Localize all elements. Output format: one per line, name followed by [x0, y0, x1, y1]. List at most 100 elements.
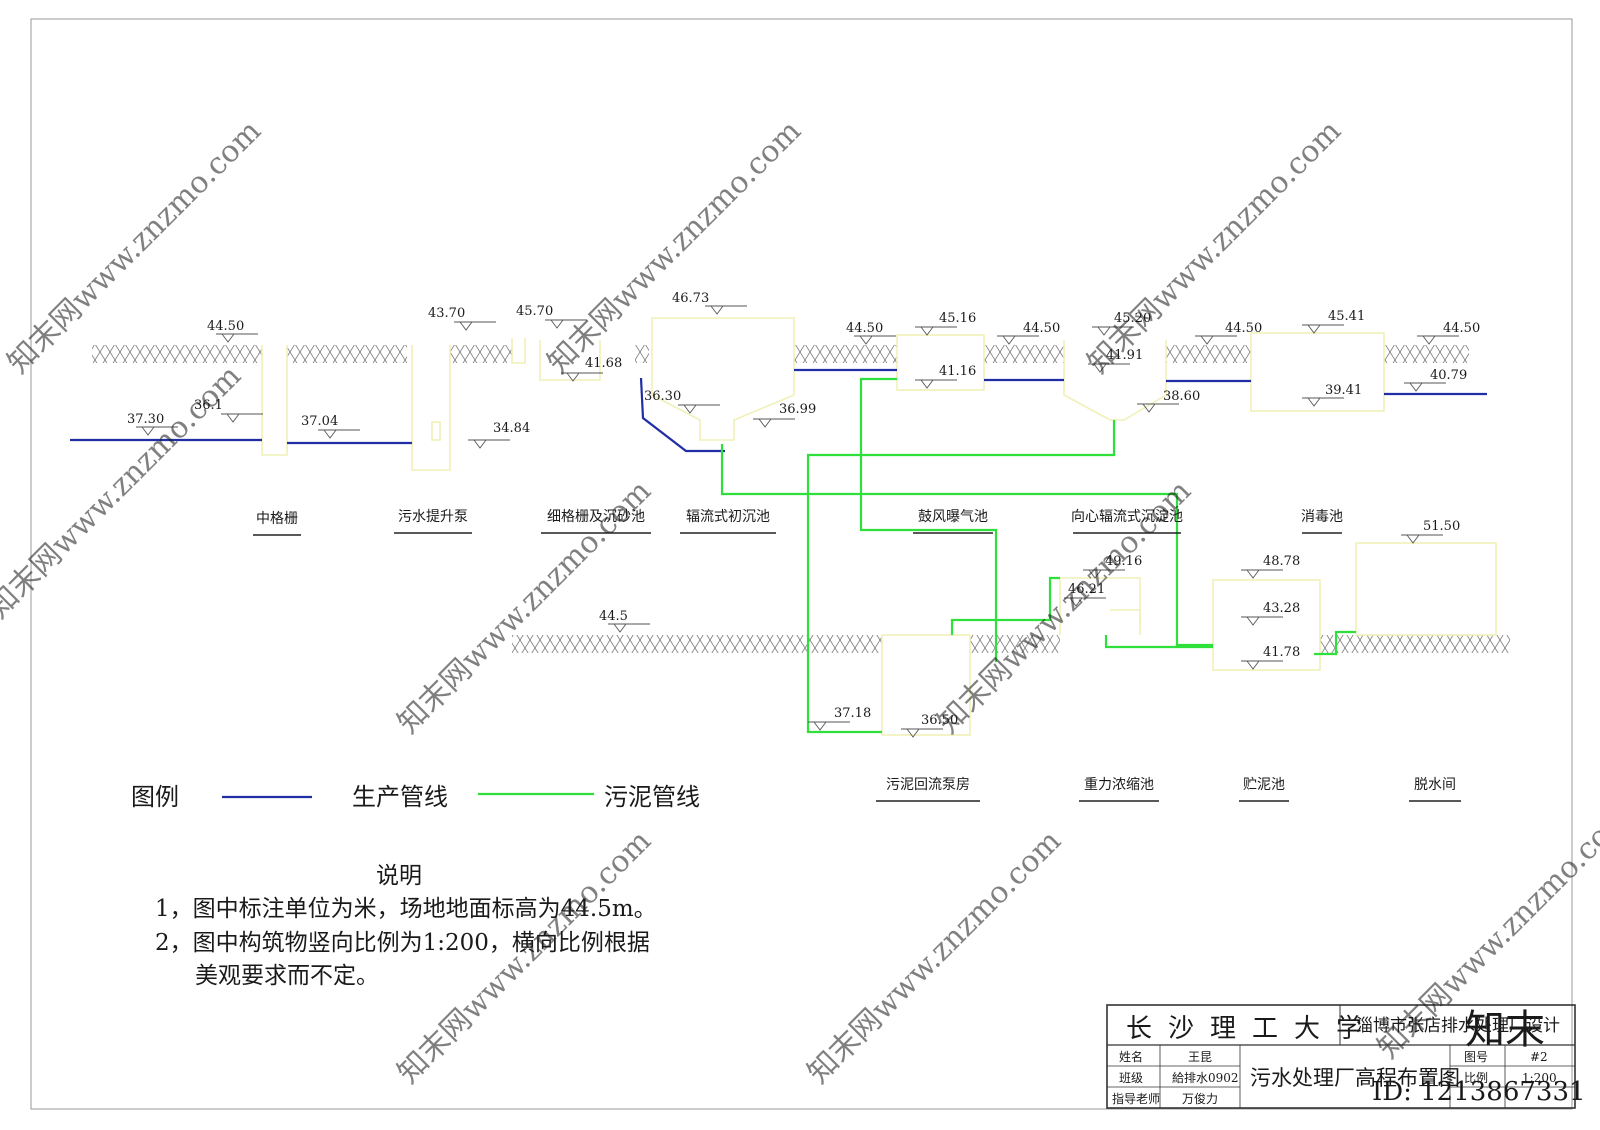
elevation-mark: 41.16 — [915, 364, 976, 389]
elevation-triangle-icon — [854, 335, 896, 345]
notes: 说明 1，图中标注单位为米，场地地面标高为44.5m。 2，图中构筑物竖向比例为… — [155, 863, 657, 989]
elevation-mark: 48.78 — [1241, 554, 1300, 579]
elevation-triangle-icon — [561, 372, 603, 382]
elevation-value: 45.16 — [939, 311, 976, 326]
elevation-triangle-icon — [808, 721, 850, 731]
elevation-triangle-icon — [454, 321, 496, 331]
elevation-mark: 41.91 — [1088, 348, 1143, 373]
elevation-mark: 36.99 — [753, 402, 816, 428]
elevation-triangle-icon — [221, 413, 263, 423]
elevation-value: 41.78 — [1263, 645, 1300, 660]
watermark-text: 知末网www.znzmo.com — [1, 114, 268, 381]
elevation-value: 44.50 — [846, 321, 883, 336]
elevation-mark: 37.30 — [127, 412, 178, 436]
structure-label-coarse-screen: 中格栅 — [256, 511, 298, 527]
title-block: 长沙理工大学 淄博市张店排水处理厂设计 姓名 王昆 班级 給排水0902 指导老… — [1106, 1004, 1576, 1109]
elevation-mark: 44.50 — [846, 321, 896, 345]
elevation-triangle-icon — [915, 379, 957, 389]
elevation-triangle-icon — [608, 623, 650, 633]
elevation-triangle-icon — [1064, 597, 1106, 607]
elevation-triangle-icon — [1241, 616, 1283, 626]
elevation-triangle-icon — [468, 439, 510, 449]
elevation-value: 41.91 — [1106, 348, 1143, 363]
elevation-triangle-icon — [1088, 363, 1130, 373]
tb-drawing-no-value: #2 — [1530, 1050, 1548, 1064]
elevation-mark: 43.70 — [428, 306, 496, 331]
elevation-value: 36.30 — [644, 389, 681, 404]
elevation-mark: 40.79 — [1404, 368, 1467, 392]
elevation-triangle-icon — [1401, 534, 1443, 544]
elevation-triangle-icon — [997, 335, 1039, 345]
tb-name-value: 王昆 — [1188, 1050, 1212, 1064]
elevation-mark: 38.60 — [1137, 389, 1200, 413]
elevation-value: 41.68 — [585, 356, 622, 371]
tb-university: 长沙理工大学 — [1126, 1014, 1378, 1044]
tb-name-label: 姓名 — [1119, 1049, 1143, 1064]
elevation-triangle-icon — [1195, 335, 1237, 345]
elevation-triangle-icon — [753, 418, 795, 428]
elevation-mark: 51.50 — [1401, 519, 1460, 544]
elevation-value: 43.70 — [428, 306, 465, 321]
elevation-value: 44.5 — [599, 609, 628, 624]
elevation-mark: 45.16 — [915, 311, 976, 336]
elevation-value: 36.99 — [779, 402, 816, 417]
elevation-value: 37.18 — [834, 706, 871, 721]
elevation-mark: 49.16 — [1083, 554, 1142, 579]
elevation-value: 45.70 — [516, 304, 553, 319]
elevation-value: 49.16 — [1105, 554, 1142, 569]
structure-label-sludge-storage: 贮泥池 — [1243, 777, 1285, 793]
elevation-value: 34.84 — [493, 421, 530, 436]
elevation-mark: 44.50 — [207, 319, 258, 343]
elevation-mark: 36.1 — [194, 398, 263, 423]
elevation-triangle-icon — [318, 429, 360, 439]
watermark-layer: 知末网www.znzmo.com 知末网www.znzmo.com 知末网www… — [0, 114, 1600, 1107]
elevation-value: 45.41 — [1328, 309, 1365, 324]
elevation-mark: 41.78 — [1241, 645, 1300, 670]
elevation-value: 37.04 — [301, 414, 338, 429]
elevation-triangle-icon — [705, 305, 747, 315]
legend-production-label: 生产管线 — [352, 783, 448, 811]
elevation-value: 46.21 — [1068, 582, 1105, 597]
tb-class-label: 班级 — [1119, 1071, 1143, 1085]
elevation-mark: 36.50 — [901, 713, 958, 738]
elevation-value: 46.73 — [672, 291, 709, 306]
elevation-mark: 45.41 — [1302, 309, 1365, 334]
lower-ground-hatch — [512, 635, 1510, 653]
elevation-triangle-icon — [1137, 403, 1179, 413]
elevation-triangle-icon — [1417, 335, 1459, 345]
elevation-triangle-icon — [136, 426, 178, 436]
elevation-triangle-icon — [678, 404, 720, 414]
elevation-triangle-icon — [1302, 397, 1344, 407]
elevation-value: 39.41 — [1325, 383, 1362, 398]
tb-drawing-title: 污水处理厂高程布置图 — [1250, 1066, 1460, 1090]
watermark-text: 知末网www.znzmo.com — [0, 359, 248, 626]
elevation-value: 36.50 — [921, 713, 958, 728]
notes-line-3: 美观要求而不定。 — [195, 963, 379, 989]
upper-ground-hatch — [92, 345, 1469, 363]
elevation-value: 41.16 — [939, 364, 976, 379]
elevation-marks: 44.50 37.30 36.1 37.04 43.70 34.84 45.70 41.68 4… — [127, 291, 1480, 738]
notes-title: 说明 — [376, 863, 422, 889]
structure-label-primary-clarifier: 辐流式初沉池 — [686, 508, 770, 525]
elevation-value: 51.50 — [1423, 519, 1460, 534]
tb-advisor-label: 指导老师 — [1112, 1091, 1160, 1106]
legend-title: 图例 — [131, 783, 179, 811]
elevation-mark: 41.68 — [561, 356, 622, 382]
elevation-value: 44.50 — [1023, 321, 1060, 336]
elevation-mark: 44.50 — [1417, 321, 1480, 345]
watermark-id: ID: 1213867331 — [1372, 1077, 1586, 1107]
watermark-text: 知末网www.znzmo.com — [801, 824, 1068, 1091]
elevation-value: 44.50 — [207, 319, 244, 334]
structure-label-fine-screen-grit: 细格栅及沉砂池 — [547, 509, 645, 525]
elevation-triangle-icon — [1083, 569, 1125, 579]
elevation-value: 48.78 — [1263, 554, 1300, 569]
notes-line-2: 2，图中构筑物竖向比例为1:200，横向比例根据 — [155, 930, 650, 956]
drawing-border — [30, 18, 1573, 1110]
elevation-mark: 44.5 — [599, 609, 650, 633]
tb-class-value: 給排水0902 — [1172, 1071, 1239, 1085]
elevation-value: 37.30 — [127, 412, 164, 427]
elevation-value: 44.50 — [1225, 321, 1262, 336]
notes-line-1: 1，图中标注单位为米，场地地面标高为44.5m。 — [155, 896, 657, 922]
structure-label-secondary-clarifier: 向心辐流式沉淀池 — [1071, 509, 1183, 525]
